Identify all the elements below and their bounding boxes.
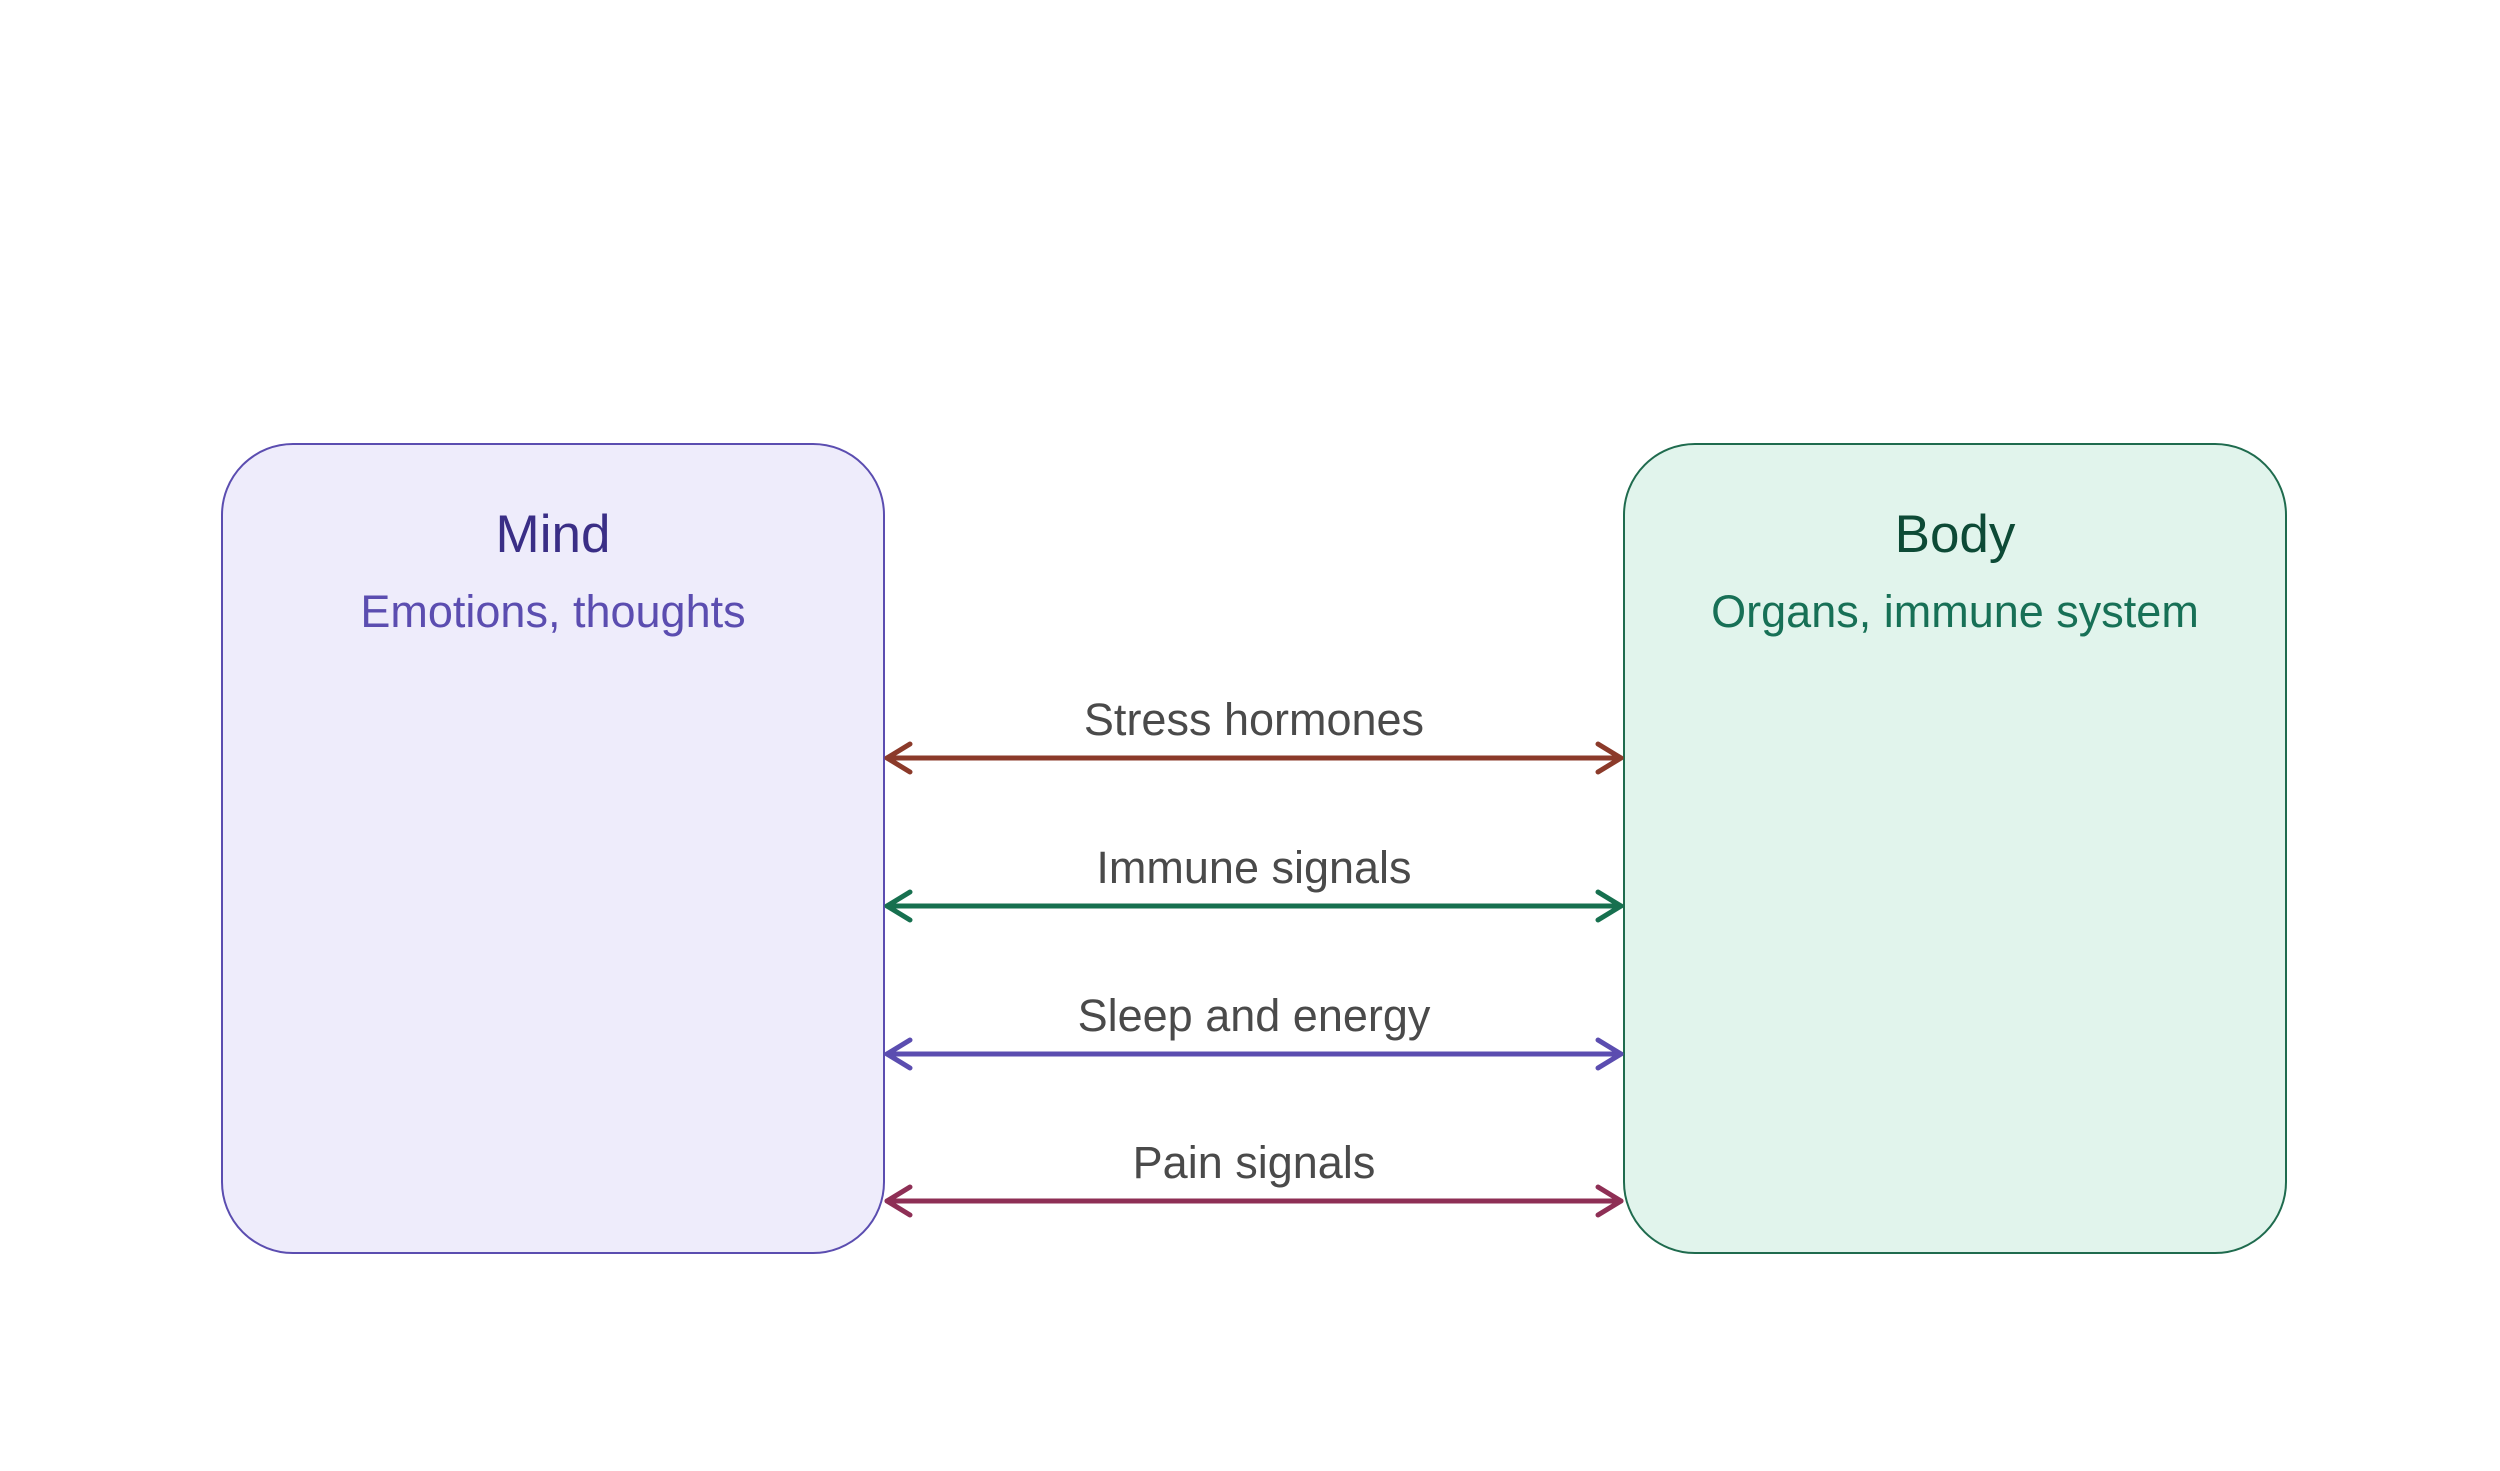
- link-label-pain-signals: Pain signals: [1132, 1137, 1376, 1188]
- link-label-stress-hormones: Stress hormones: [1083, 694, 1425, 745]
- link-label-immune-signals: Immune signals: [1096, 842, 1412, 893]
- link-stress-hormones-arrow: [884, 741, 1624, 775]
- body-node-title: Body: [1894, 505, 2016, 564]
- link-pain-signals-arrow: [884, 1184, 1624, 1218]
- mind-node-subtitle: Emotions, thoughts: [360, 586, 746, 637]
- link-label-sleep-energy: Sleep and energy: [1077, 990, 1431, 1041]
- mind-node: Mind Emotions, thoughts: [221, 443, 885, 1254]
- link-immune-signals-arrow: [884, 889, 1624, 923]
- mind-node-title: Mind: [495, 505, 611, 564]
- link-sleep-energy-arrow: [884, 1037, 1624, 1071]
- body-node: Body Organs, immune system: [1623, 443, 2287, 1254]
- body-node-subtitle: Organs, immune system: [1711, 586, 2199, 637]
